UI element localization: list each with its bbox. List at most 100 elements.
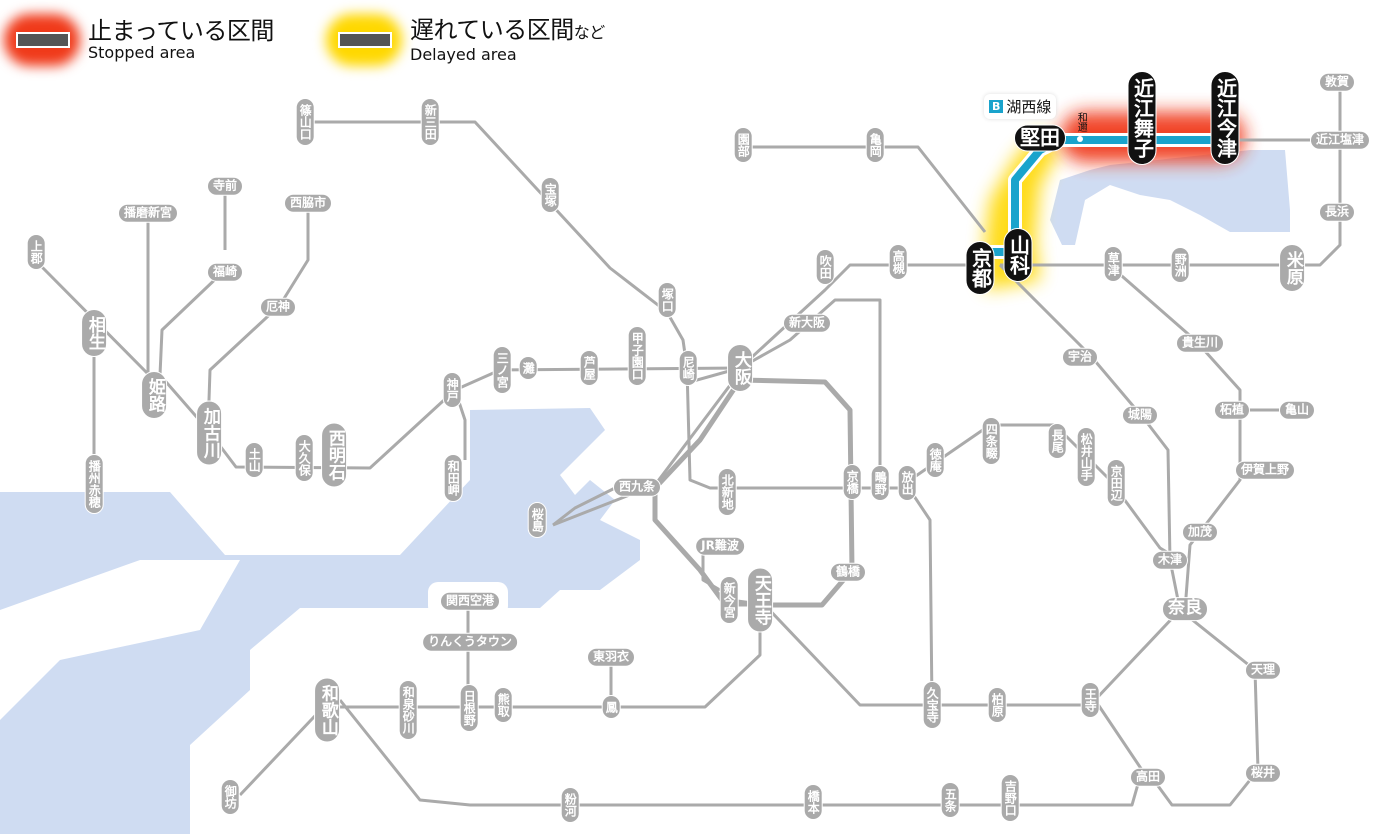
station-kizu[interactable]: 木津 — [1151, 550, 1189, 570]
station-omimaiko[interactable]: 近江舞子 — [1127, 71, 1157, 165]
station-nishikujo[interactable]: 西九条 — [612, 477, 662, 497]
station-tsukaguchi[interactable]: 塚口 — [657, 282, 677, 318]
station-igaueno[interactable]: 伊賀上野 — [1234, 460, 1296, 480]
station-kumatori[interactable]: 熊取 — [493, 687, 513, 723]
kosei-line-badge: B 湖西線 — [984, 94, 1057, 119]
wani-station-dot — [1077, 136, 1083, 142]
stopped-swatch — [4, 14, 80, 66]
station-kusatsu[interactable]: 草津 — [1103, 246, 1123, 282]
station-rinku[interactable]: りんくうタウン — [422, 632, 518, 652]
station-kyuhoji[interactable]: 久宝寺 — [922, 681, 942, 729]
station-wakayama[interactable]: 和歌山 — [314, 677, 340, 743]
station-tsuruhashi[interactable]: 鶴橋 — [829, 562, 867, 582]
station-oji[interactable]: 王寺 — [1080, 682, 1100, 718]
station-katata[interactable]: 堅田 — [1014, 124, 1066, 152]
station-kyobashi[interactable]: 京橋 — [842, 464, 862, 500]
station-shinsanda[interactable]: 新三田 — [420, 98, 440, 146]
station-sasayamaguchi[interactable]: 篠山口 — [295, 98, 315, 146]
station-shinosaka[interactable]: 新大阪 — [782, 313, 832, 333]
station-tokuan[interactable]: 徳庵 — [925, 442, 945, 478]
station-harimashingu[interactable]: 播磨新宮 — [117, 203, 179, 223]
station-hashimoto[interactable]: 橋本 — [803, 784, 823, 820]
station-kamigori[interactable]: 上郡 — [26, 234, 46, 270]
station-yakujin[interactable]: 厄神 — [259, 297, 297, 317]
station-tsuge[interactable]: 柘植 — [1213, 400, 1251, 420]
station-uji[interactable]: 宇治 — [1061, 347, 1099, 367]
station-kashiwara[interactable]: 柏原 — [987, 687, 1007, 723]
station-nada[interactable]: 灘 — [518, 356, 538, 380]
station-kibukawa[interactable]: 貴生川 — [1175, 333, 1225, 353]
station-tsuchiyama[interactable]: 土山 — [244, 442, 264, 478]
station-amagasaki[interactable]: 尼崎 — [678, 350, 698, 386]
station-takarazuka[interactable]: 宝塚 — [540, 177, 560, 213]
station-nagahama[interactable]: 長浜 — [1318, 202, 1356, 222]
station-higashihagoromo[interactable]: 東羽衣 — [586, 647, 636, 667]
station-kokawa[interactable]: 粉河 — [560, 787, 580, 823]
station-joyo[interactable]: 城陽 — [1121, 405, 1159, 425]
station-nishiwaki[interactable]: 西脇市 — [283, 193, 333, 213]
station-kobe[interactable]: 神戸 — [442, 372, 462, 408]
legend-stopped-jp: 止まっている区間 — [88, 17, 274, 45]
legend-delayed: 遅れている区間など Delayed area — [326, 14, 605, 66]
station-izumisunagawa[interactable]: 和泉砂川 — [398, 680, 418, 740]
station-fukusaki[interactable]: 福崎 — [206, 262, 244, 282]
station-okubo[interactable]: 大久保 — [294, 434, 314, 482]
legend-delayed-suffix: など — [573, 22, 606, 42]
station-kyoto[interactable]: 京都 — [965, 241, 995, 295]
station-nishiakashi[interactable]: 西明石 — [321, 422, 347, 488]
station-shigino[interactable]: 鴫野 — [870, 465, 890, 501]
station-aioi[interactable]: 相生 — [81, 309, 107, 357]
station-sakurai[interactable]: 桜井 — [1244, 763, 1282, 783]
station-jrnamba[interactable]: JR難波 — [695, 536, 745, 556]
station-maibara[interactable]: 米原 — [1279, 244, 1305, 292]
station-kamo[interactable]: 加茂 — [1181, 522, 1219, 542]
station-omiimazu[interactable]: 近江今津 — [1210, 71, 1240, 165]
station-takada[interactable]: 高田 — [1129, 767, 1167, 787]
station-sonobe[interactable]: 園部 — [733, 127, 753, 163]
station-gojo[interactable]: 五条 — [940, 782, 960, 818]
station-osaka[interactable]: 大阪 — [727, 344, 753, 392]
station-koshienguchi[interactable]: 甲子園口 — [627, 326, 647, 386]
station-takatsuki[interactable]: 高槻 — [888, 244, 908, 280]
station-yasu[interactable]: 野洲 — [1170, 247, 1190, 283]
station-suita[interactable]: 吹田 — [815, 249, 835, 285]
station-omishiotsu[interactable]: 近江塩津 — [1309, 130, 1371, 150]
station-kitashinchi[interactable]: 北新地 — [717, 468, 737, 516]
station-otori[interactable]: 鳳 — [601, 695, 621, 719]
line-letter-icon: B — [989, 100, 1004, 113]
station-shinimamiya[interactable]: 新今宮 — [719, 576, 739, 624]
station-teramae[interactable]: 寺前 — [206, 176, 244, 196]
station-sannomiya[interactable]: 三ノ宮 — [492, 346, 512, 394]
delayed-swatch — [326, 14, 402, 66]
station-yoshinoguchi[interactable]: 吉野口 — [1000, 774, 1020, 822]
station-nara[interactable]: 奈良 — [1162, 597, 1208, 621]
station-kameyama[interactable]: 亀山 — [1278, 400, 1316, 420]
osaka-loop — [652, 377, 855, 608]
station-wadamisaki[interactable]: 和田岬 — [443, 454, 463, 502]
station-gobo[interactable]: 御坊 — [220, 779, 240, 815]
legend-stopped: 止まっている区間 Stopped area — [4, 14, 274, 66]
station-nagao[interactable]: 長尾 — [1047, 423, 1067, 459]
station-kamo-river-shijonawate[interactable]: 四条畷 — [981, 417, 1001, 465]
station-sakurajima[interactable]: 桜島 — [527, 502, 547, 538]
station-kix[interactable]: 関西空港 — [439, 591, 501, 611]
legend-delayed-jp: 遅れている区間 — [410, 15, 574, 44]
station-wani[interactable]: 和邇 — [1075, 112, 1087, 132]
station-hanaten[interactable]: 放出 — [897, 465, 917, 501]
station-banshuako[interactable]: 播州赤穂 — [84, 454, 104, 514]
water — [0, 150, 1290, 834]
station-hineno[interactable]: 日根野 — [459, 684, 479, 732]
legend-stopped-en: Stopped area — [88, 43, 196, 62]
station-tenri[interactable]: 天理 — [1244, 660, 1282, 680]
station-yamashina[interactable]: 山科 — [1003, 228, 1033, 282]
station-himeji[interactable]: 姫路 — [141, 371, 167, 419]
station-tennoji[interactable]: 天王寺 — [747, 567, 773, 633]
station-tsuruga[interactable]: 敦賀 — [1318, 72, 1356, 92]
line-name: 湖西線 — [1006, 98, 1052, 116]
station-ashiya[interactable]: 芦屋 — [579, 350, 599, 386]
station-kyotanabe[interactable]: 京田辺 — [1106, 459, 1126, 507]
station-matsuiyamate[interactable]: 松井山手 — [1076, 427, 1096, 487]
station-kameoka[interactable]: 亀岡 — [865, 127, 885, 163]
station-kakogawa[interactable]: 加古川 — [196, 400, 222, 466]
